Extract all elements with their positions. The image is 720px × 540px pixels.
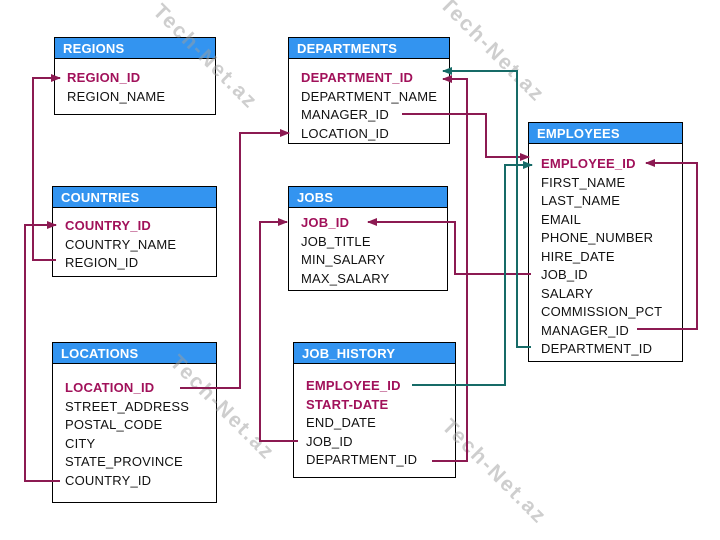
column-label: SALARY — [541, 285, 594, 301]
column-label: END_DATE — [306, 415, 376, 430]
column-label: LOCATION_ID — [65, 380, 155, 395]
table-body-countries: COUNTRY_ID COUNTRY_NAME REGION_ID — [53, 208, 216, 273]
table-body-departments: DEPARTMENT_ID DEPARTMENT_NAME MANAGER_ID… — [289, 59, 449, 143]
column-label: JOB_ID — [541, 267, 588, 282]
column-label: START-DATE — [306, 396, 389, 412]
column-label: MANAGER_ID — [541, 322, 629, 338]
column-label: LOCATION_ID — [301, 125, 389, 141]
table-body-regions: REGION_ID REGION_NAME — [55, 59, 215, 106]
table-jobs: JOBS JOB_ID JOB_TITLE MIN_SALARY MAX_SAL… — [288, 186, 448, 291]
table-header-countries: COUNTRIES — [53, 187, 216, 208]
column-label: DEPARTMENT_ID — [541, 341, 653, 356]
column-label: JOB_ID — [306, 433, 353, 449]
column-label: REGION_ID — [65, 255, 139, 270]
table-employees: EMPLOYEES EMPLOYEE_ID FIRST_NAME LAST_NA… — [528, 122, 683, 362]
column-label: MIN_SALARY — [301, 252, 386, 267]
table-header-regions: REGIONS — [55, 38, 215, 59]
column-label: EMAIL — [541, 211, 582, 227]
column-label: PHONE_NUMBER — [541, 230, 654, 245]
table-countries: COUNTRIES COUNTRY_ID COUNTRY_NAME REGION… — [52, 186, 217, 277]
column-label: LAST_NAME — [541, 193, 621, 208]
table-job-history: JOB_HISTORY EMPLOYEE_ID START-DATE END_D… — [293, 342, 456, 478]
table-body-employees: EMPLOYEE_ID FIRST_NAME LAST_NAME EMAIL P… — [529, 144, 682, 359]
column-label: MAX_SALARY — [301, 270, 390, 286]
table-body-job-history: EMPLOYEE_ID START-DATE END_DATE JOB_ID D… — [294, 364, 455, 470]
fk-line-employees-department-to-departments — [442, 67, 531, 348]
column-label: STREET_ADDRESS — [65, 398, 190, 414]
column-label: REGION_NAME — [67, 88, 166, 104]
column-label: COUNTRY_ID — [65, 218, 152, 233]
table-header-jobs: JOBS — [289, 187, 447, 208]
column-label: FIRST_NAME — [541, 174, 626, 190]
column-label: HIRE_DATE — [541, 248, 615, 264]
column-label: DEPARTMENT_ID — [301, 70, 414, 85]
column-label: COUNTRY_NAME — [65, 236, 177, 252]
column-label: REGION_ID — [67, 70, 141, 85]
table-header-locations: LOCATIONS — [53, 343, 216, 364]
column-label: EMPLOYEE_ID — [541, 156, 636, 171]
column-label: JOB_ID — [301, 215, 350, 230]
table-body-jobs: JOB_ID JOB_TITLE MIN_SALARY MAX_SALARY — [289, 208, 447, 288]
column-label: EMPLOYEE_ID — [306, 378, 401, 393]
column-label: POSTAL_CODE — [65, 417, 163, 432]
table-departments: DEPARTMENTS DEPARTMENT_ID DEPARTMENT_NAM… — [288, 37, 450, 144]
column-label: CITY — [65, 435, 96, 451]
table-header-departments: DEPARTMENTS — [289, 38, 449, 59]
table-regions: REGIONS REGION_ID REGION_NAME — [54, 37, 216, 115]
column-label: DEPARTMENT_ID — [306, 452, 418, 467]
table-locations: LOCATIONS LOCATION_ID STREET_ADDRESS POS… — [52, 342, 217, 503]
watermark: Tech-Net.az — [435, 0, 550, 107]
table-header-job-history: JOB_HISTORY — [294, 343, 455, 364]
column-label: MANAGER_ID — [301, 107, 389, 122]
column-label: COMMISSION_PCT — [541, 304, 663, 319]
column-label: COUNTRY_ID — [65, 472, 152, 488]
column-label: STATE_PROVINCE — [65, 454, 183, 469]
table-body-locations: LOCATION_ID STREET_ADDRESS POSTAL_CODE C… — [53, 364, 216, 490]
table-header-employees: EMPLOYEES — [529, 123, 682, 144]
column-label: JOB_TITLE — [301, 233, 371, 249]
column-label: DEPARTMENT_NAME — [301, 88, 438, 104]
